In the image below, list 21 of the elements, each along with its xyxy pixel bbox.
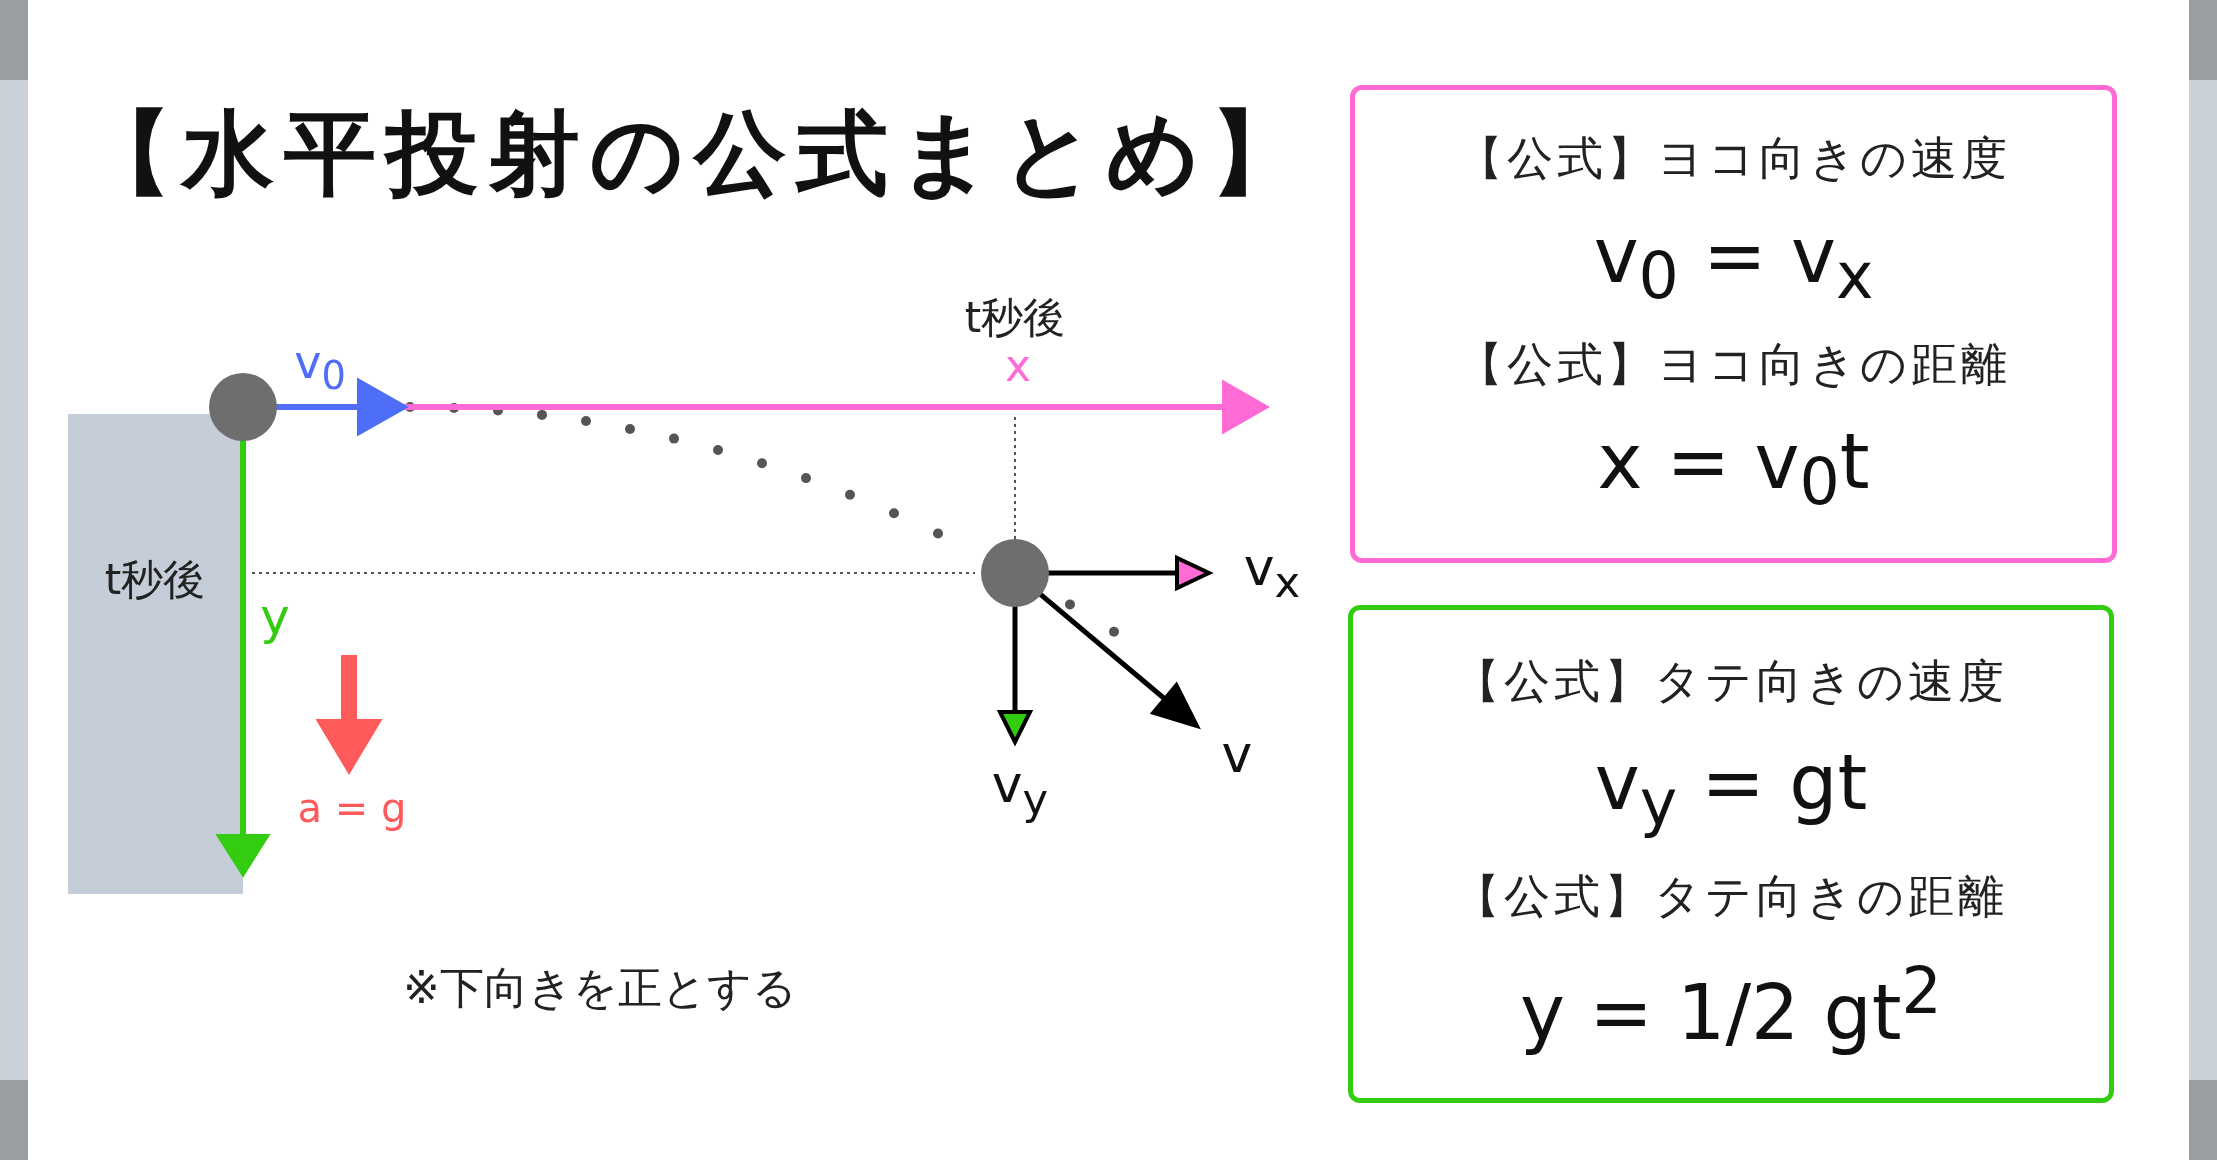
- title: 【水平投射の公式まとめ】: [80, 99, 1312, 209]
- velocity-label: v$_{0}$: [294, 337, 346, 397]
- time-label: t秒後: [104, 556, 206, 604]
- formula-heading: 【公式】タテ向きの速度: [1454, 652, 2008, 710]
- formula-heading: 【公式】ヨコ向きの速度: [1456, 130, 2011, 188]
- formula-box: [1348, 605, 2114, 1103]
- formula-heading: 【公式】タテ向きの距離: [1454, 868, 2008, 926]
- velocity-label: v$_{x}$: [1243, 539, 1301, 607]
- axis-label: y: [260, 589, 290, 645]
- acceleration-label: a = g: [297, 786, 407, 830]
- formula: v$_{y}$ = gt: [1594, 738, 1868, 841]
- formula: y = 1/2 gt$^{2}$: [1520, 953, 1942, 1058]
- formula-heading: 【公式】ヨコ向きの距離: [1456, 336, 2011, 394]
- formula: x = v$_{0}$t: [1597, 417, 1870, 520]
- note-text: ※下向きを正とする: [403, 963, 797, 1013]
- axis-label: x: [1005, 341, 1031, 391]
- formula-box: [1350, 85, 2117, 563]
- time-label: t秒後: [964, 294, 1066, 342]
- velocity-label: v: [1221, 726, 1253, 784]
- velocity-label: v$_{y}$: [991, 756, 1049, 824]
- formula: v$_{0}$ = v$_{x}$: [1593, 211, 1874, 314]
